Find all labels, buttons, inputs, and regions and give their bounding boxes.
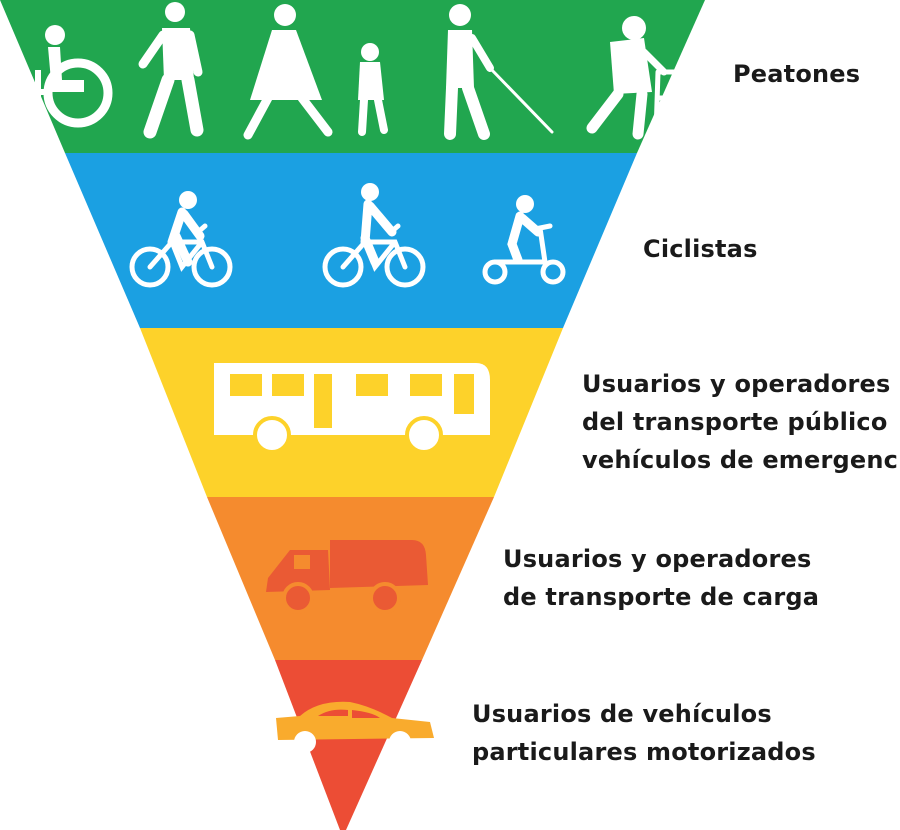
tier-label-ciclistas: Ciclistas <box>643 230 758 268</box>
tier-label-particulares: Usuarios de vehículos particulares motor… <box>472 695 816 771</box>
tier-band-ciclistas <box>65 153 637 328</box>
bus-icon <box>214 363 490 454</box>
label-line: del transporte público <box>582 408 888 436</box>
cyclist-icon <box>322 183 426 288</box>
car-icon <box>276 701 434 753</box>
label-line: Usuarios de vehículos <box>472 700 772 728</box>
cyclist-icon <box>129 191 233 288</box>
tier-label-carga: Usuarios y operadores de transporte de c… <box>503 540 819 616</box>
wheelchair-user-icon <box>32 25 113 128</box>
label-line: Usuarios y operadores <box>582 370 891 398</box>
label-line: Usuarios y operadores <box>503 545 812 573</box>
label-line: de transporte de carga <box>503 583 820 611</box>
blind-person-with-cane-icon <box>444 4 554 140</box>
tier-band-particulares <box>275 660 422 830</box>
label-line: Ciclistas <box>643 235 758 263</box>
walking-man-icon <box>138 2 204 139</box>
elderly-person-with-walker-icon <box>586 16 693 140</box>
label-line: vehículos de emergencia <box>582 446 900 474</box>
cargo-truck-icon <box>266 540 428 614</box>
scooter-rider-icon <box>482 195 566 285</box>
label-line: particulares motorizados <box>472 738 816 766</box>
tier-label-transporte-publico: Usuarios y operadores del transporte púb… <box>582 365 900 479</box>
label-line: Peatones <box>733 60 861 88</box>
child-icon <box>358 43 388 136</box>
walking-woman-icon <box>243 4 333 140</box>
tier-label-peatones: Peatones <box>733 55 860 93</box>
